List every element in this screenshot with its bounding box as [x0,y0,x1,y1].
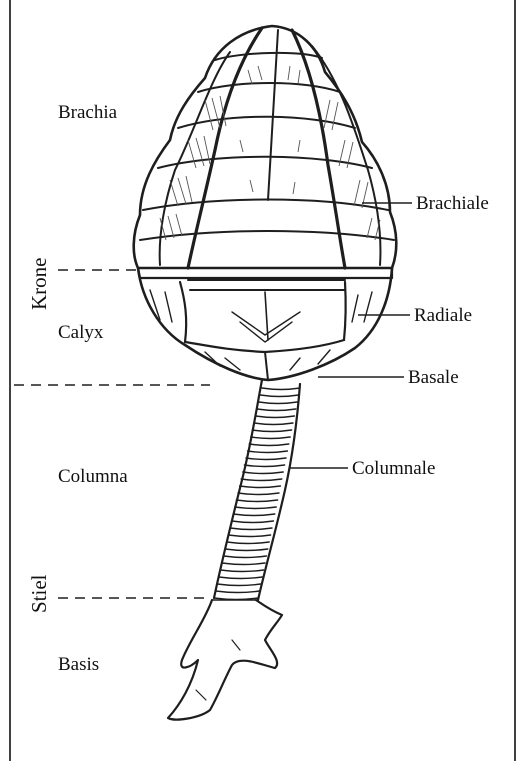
columnale-ring [252,430,291,432]
columnale-ring [236,500,277,502]
label-calyx: Calyx [58,322,104,343]
columnale-ring [224,556,267,558]
columnale-ring [219,577,262,579]
label-basale: Basale [408,367,459,388]
columnale-segments [214,388,300,600]
columnale-ring [220,570,263,572]
label-brachia: Brachia [58,102,118,123]
columnale-ring [246,458,286,460]
label-radiale: Radiale [414,305,472,326]
calyx-drawing [138,268,392,380]
brachia-arms-drawing [134,26,397,268]
columnale-ring [232,521,274,523]
columnale-ring [230,528,272,530]
columnale-ring [254,423,293,425]
columnale-ring [217,584,261,586]
columnale-ring [257,409,296,411]
columnale-ring [248,451,288,453]
columnale-ring [227,542,269,544]
columnale-ring [251,437,290,439]
columnale-ring [235,507,276,509]
columnale-ring [216,591,260,593]
columnale-ring [244,465,284,467]
columnale-ring [243,472,283,474]
columnale-ring [256,416,295,418]
label-columnale: Columnale [352,458,435,479]
columna-stem-drawing [214,380,300,600]
pointer-lines [290,203,412,468]
label-brachiale: Brachiale [416,193,489,214]
basis-root-drawing [168,600,282,720]
columnale-ring [249,444,289,446]
columnale-ring [260,395,298,397]
columnale-ring [240,486,281,488]
label-columna: Columna [58,466,128,487]
columnale-ring [238,493,279,495]
columnale-ring [259,402,297,404]
label-krone: Krone [27,258,51,310]
columnale-ring [228,535,270,537]
label-stiel: Stiel [27,574,51,613]
columnale-ring [222,563,265,565]
columnale-ring [225,549,268,551]
label-basis: Basis [58,654,99,675]
columnale-ring [233,514,275,516]
dashed-dividers [14,270,210,598]
columnale-ring [241,479,282,481]
columnale-ring [262,388,300,390]
